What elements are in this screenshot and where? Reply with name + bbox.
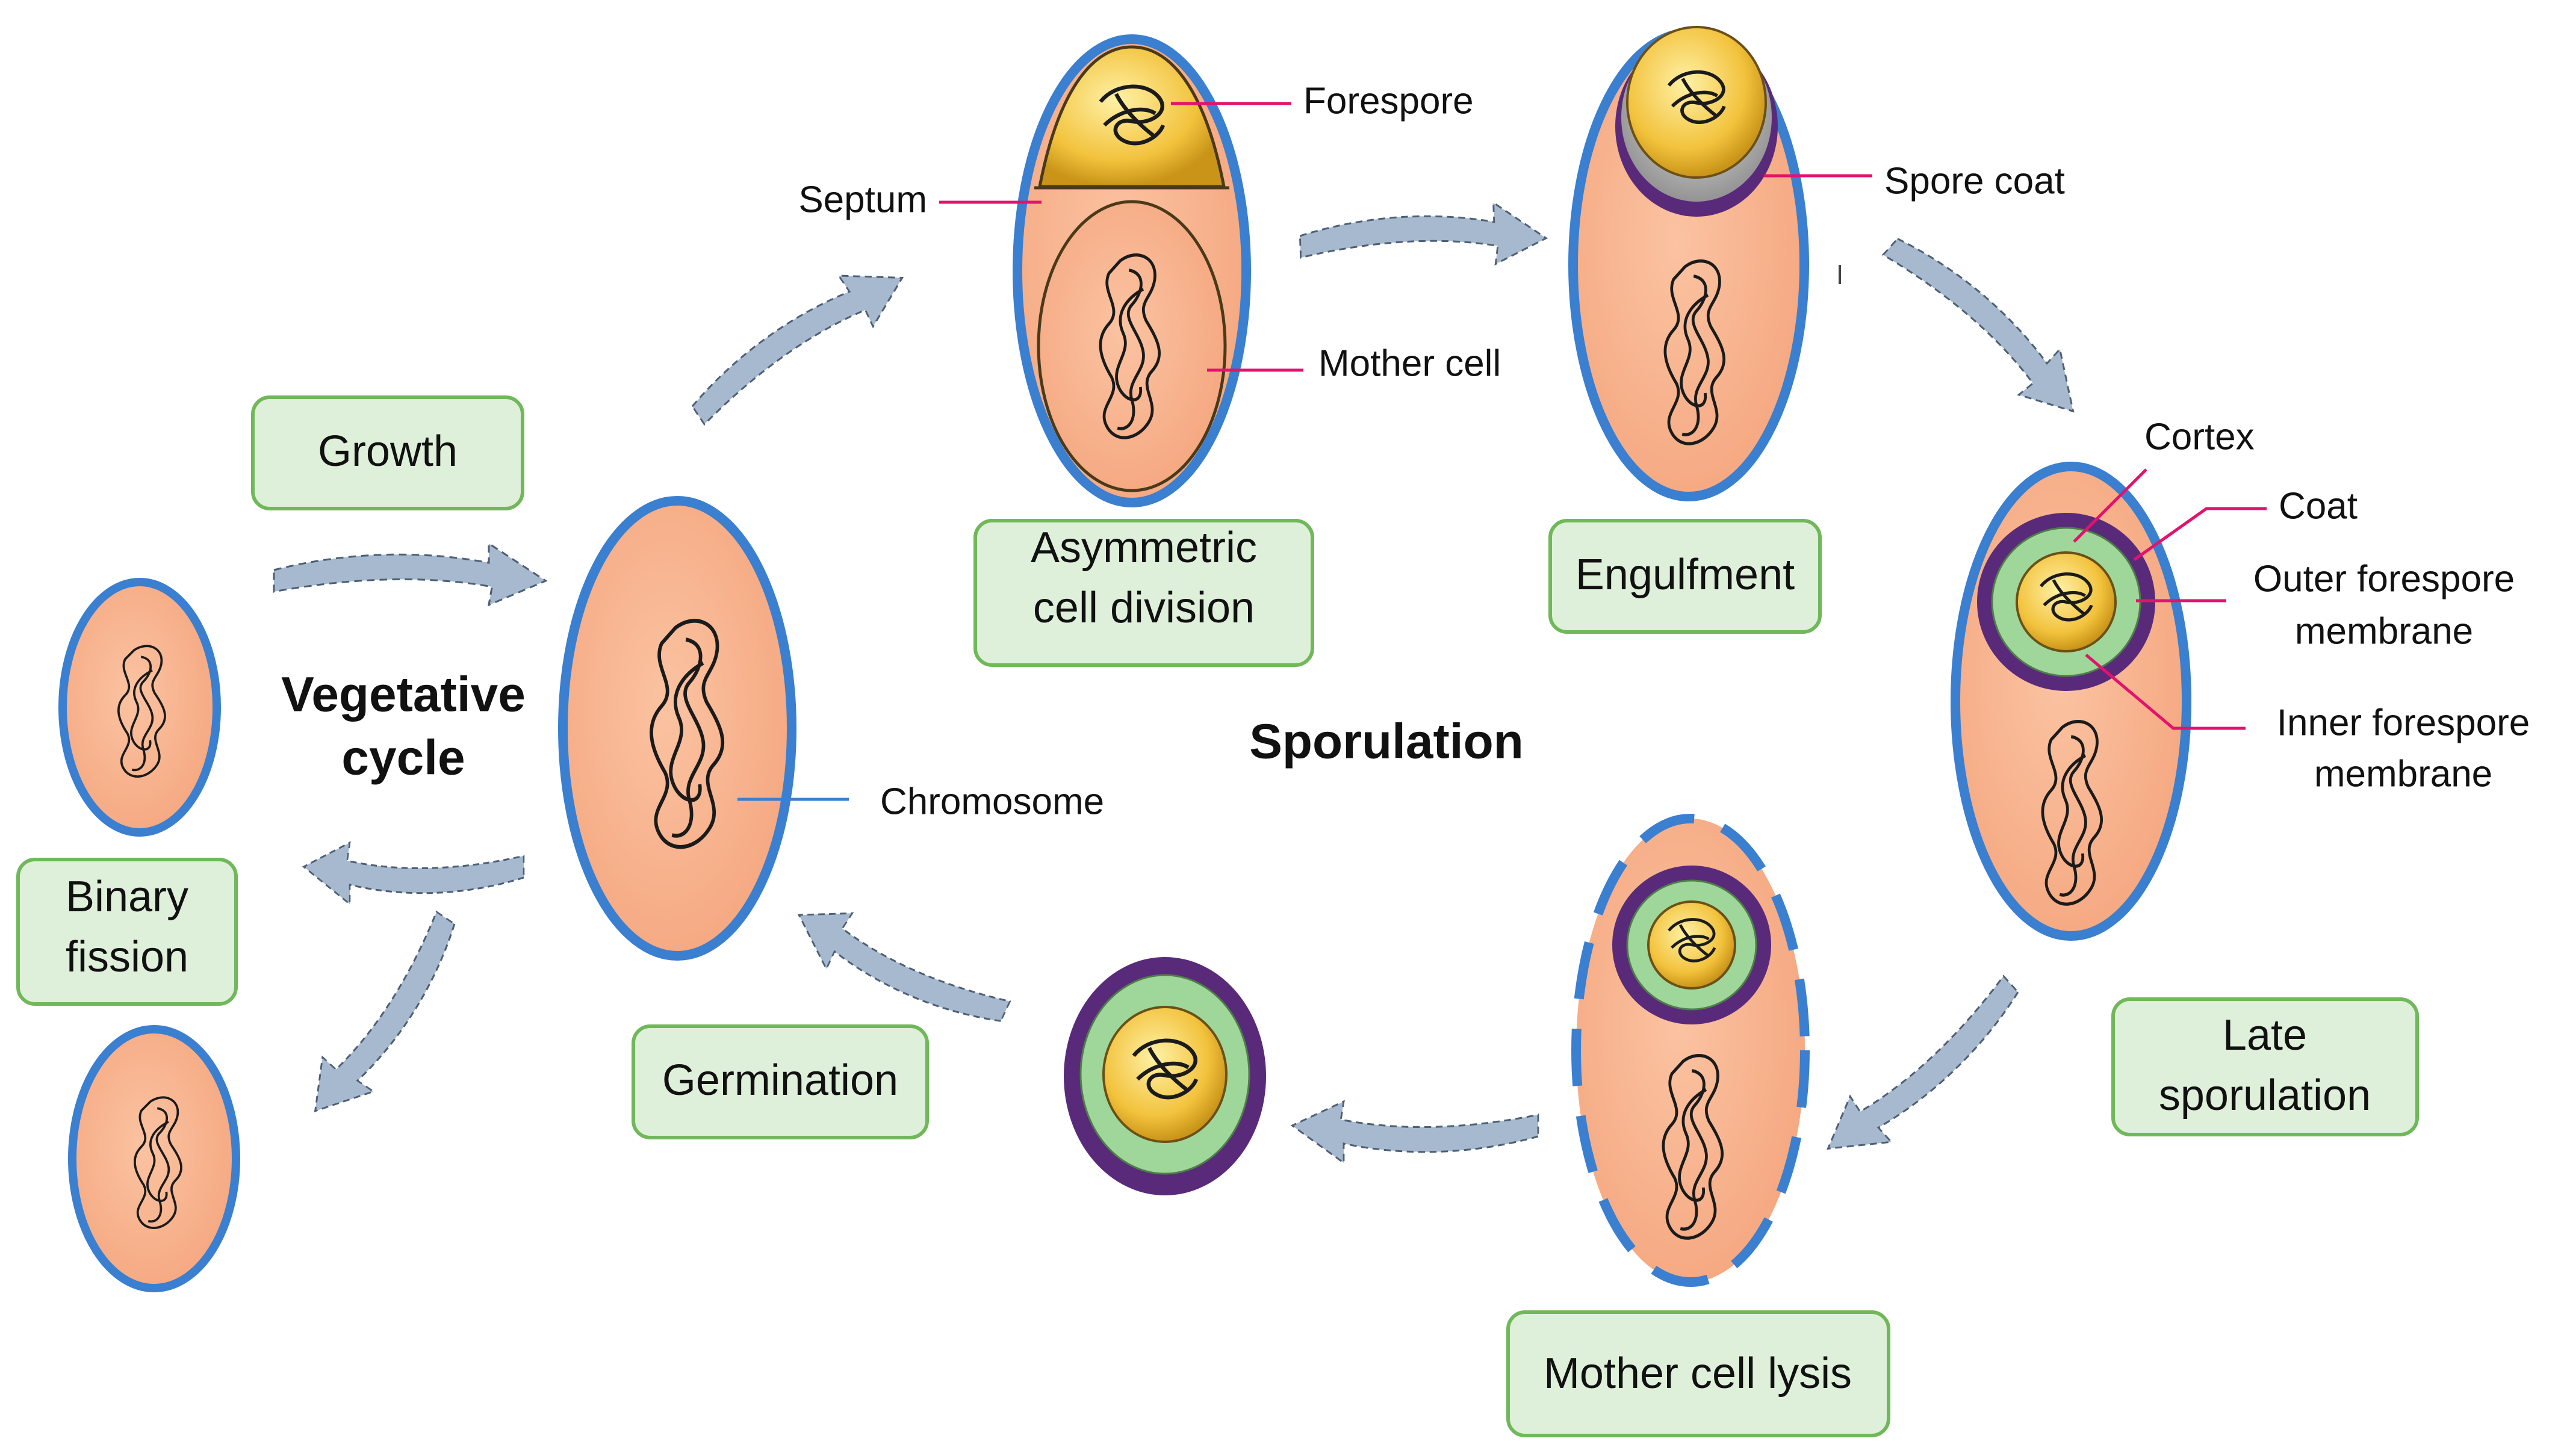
vegetative-cycle-title-1: Vegetative [281, 668, 526, 722]
label-spore-coat: Spore coat [1884, 160, 2065, 202]
label-inner-forespore-1: Inner forespore [2277, 702, 2530, 743]
process-arrow-icon [1811, 965, 2037, 1177]
process-arrow-icon [782, 892, 1017, 1046]
asymmetric-division-cell [939, 34, 1303, 507]
stage-label-lysis: Mother cell lysis [1544, 1349, 1852, 1398]
stage-box-germination: Germination [632, 1024, 929, 1139]
label-mother-cell: Mother cell [1318, 342, 1501, 384]
stage-box-lysis: Mother cell lysis [1506, 1310, 1890, 1437]
label-chromosome: Chromosome [880, 781, 1104, 822]
label-coat: Coat [2279, 485, 2358, 527]
stage-label-engulfment: Engulfment [1576, 551, 1795, 599]
lysis-cell [1571, 814, 1810, 1287]
stage-label-late-2: sporulation [2159, 1071, 2371, 1120]
stage-box-asymmetric: Asymmetric cell division [973, 519, 1314, 667]
label-inner-forespore-2: membrane [2314, 753, 2492, 795]
stage-label-germination: Germination [662, 1056, 898, 1104]
label-cortex: Cortex [2144, 416, 2255, 457]
process-arrow-icon [1298, 200, 1548, 272]
stage-label-asymmetric-1: Asymmetric [1031, 524, 1257, 572]
vegetative-cycle-title-2: cycle [341, 731, 465, 785]
label-forespore: Forespore [1303, 80, 1474, 122]
late-sporulation-cell [1951, 462, 2267, 941]
stage-box-binary-fission: Binary fission [16, 858, 238, 1006]
stage-label-asymmetric-2: cell division [1033, 584, 1255, 632]
process-arrow-icon [1873, 218, 2099, 430]
engulfment-cell [1568, 26, 1872, 501]
daughter-cell-top [58, 578, 221, 837]
stage-box-late-sporulation: Late sporulation [2111, 997, 2419, 1136]
stage-box-growth: Growth [251, 395, 524, 510]
daughter-cell-bottom [68, 1025, 240, 1292]
stage-label-late-1: Late [2223, 1011, 2307, 1059]
stage-label-binary-2: fission [66, 933, 188, 981]
process-arrow-icon [294, 903, 477, 1133]
stage-label-binary-1: Binary [66, 873, 188, 921]
process-arrow-icon [273, 542, 547, 606]
stage-label-growth: Growth [318, 427, 458, 476]
process-arrow-icon [303, 841, 525, 905]
stage-box-engulfment: Engulfment [1548, 519, 1822, 634]
label-outer-forespore-1: Outer forespore [2253, 558, 2515, 599]
label-septum: Septum [798, 179, 927, 220]
process-arrow-icon [676, 246, 917, 436]
label-outer-forespore-2: membrane [2295, 610, 2473, 652]
free-spore [1064, 957, 1266, 1195]
process-arrow-icon [1291, 1100, 1539, 1164]
vegetative-cell [558, 496, 849, 961]
sporulation-title: Sporulation [1249, 714, 1524, 769]
